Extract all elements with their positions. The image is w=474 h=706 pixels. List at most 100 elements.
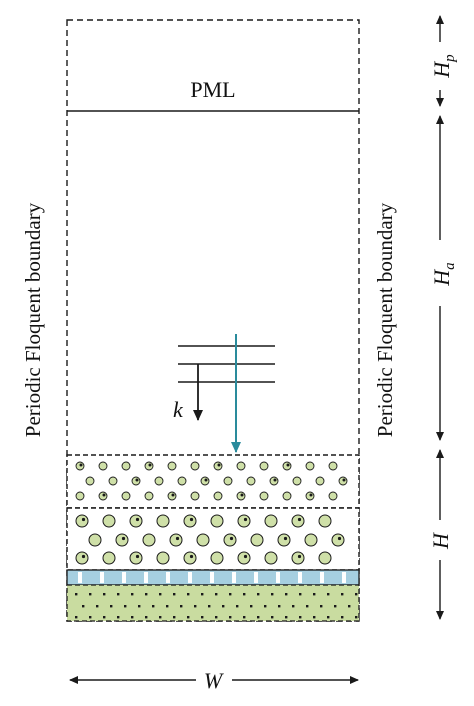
substrate-dot [103, 616, 106, 619]
large-particle [210, 514, 224, 528]
small-particle [305, 461, 315, 471]
particle-core [240, 493, 244, 497]
small-particle [315, 476, 325, 486]
substrate-dot [229, 616, 232, 619]
small-particles [75, 461, 348, 501]
small-particle [213, 491, 223, 501]
particle-core [273, 478, 277, 482]
substrate-dot [145, 593, 148, 596]
large-particle [237, 514, 251, 528]
substrate-dot [173, 593, 176, 596]
small-particle [121, 491, 131, 501]
particle-core [135, 554, 140, 559]
small-particle [98, 461, 108, 471]
strip-gap [276, 572, 280, 583]
small-particle [154, 476, 164, 486]
particle-core [81, 554, 86, 559]
particle-core [135, 478, 139, 482]
small-particle [236, 461, 246, 471]
small-particle [108, 476, 118, 486]
substrate-dot [131, 593, 134, 596]
strip-gap [188, 572, 192, 583]
substrate-dot [355, 593, 358, 596]
substrate-dot [82, 605, 85, 608]
small-particle [223, 476, 233, 486]
substrate-dot [75, 593, 78, 596]
substrate-dot [131, 616, 134, 619]
large-particle [183, 514, 197, 528]
small-particle [259, 461, 269, 471]
small-particle [328, 461, 338, 471]
substrate-dot [313, 616, 316, 619]
substrate-dot [201, 593, 204, 596]
wavefronts [178, 345, 275, 383]
substrate-dot [159, 593, 162, 596]
pml-label: PML [190, 77, 235, 102]
substrate-dot [194, 605, 197, 608]
substrate-dot [299, 593, 302, 596]
particle-core [171, 493, 175, 497]
strip-gap [298, 572, 302, 583]
particle-core [175, 536, 180, 541]
wave-vector-label: k [173, 397, 184, 422]
small-particle [121, 461, 131, 471]
particle-core [135, 517, 140, 522]
particle-core [309, 493, 313, 497]
small-particle [259, 491, 269, 501]
small-particle [177, 476, 187, 486]
large-particle [102, 514, 116, 528]
strip-gap [320, 572, 324, 583]
large-particle [115, 533, 129, 547]
substrate-dot [229, 593, 232, 596]
strip-gap [166, 572, 170, 583]
large-particle [291, 551, 305, 565]
substrate-dot [306, 605, 309, 608]
small-particle [292, 476, 302, 486]
substrate-dot [285, 616, 288, 619]
small-particle [190, 491, 200, 501]
substrate-dot [355, 616, 358, 619]
large-particle [129, 551, 143, 565]
large-particle [237, 551, 251, 565]
substrate-dot [320, 605, 323, 608]
substrate-dot [110, 605, 113, 608]
large-particle [183, 551, 197, 565]
width-dimension: W [69, 668, 359, 693]
large-particles [75, 514, 345, 565]
strip-gap [122, 572, 126, 583]
particle-core [342, 478, 346, 482]
particle-core [297, 517, 302, 522]
substrate-dot [264, 605, 267, 608]
dim-ha-label: Ha [429, 262, 458, 286]
substrate-dot [75, 616, 78, 619]
substrate-dot [257, 616, 260, 619]
substrate-dot [89, 616, 92, 619]
large-particle [223, 533, 237, 547]
particle-core [189, 517, 194, 522]
strip-gap [342, 572, 346, 583]
particle-core [102, 493, 106, 497]
substrate-dot [187, 616, 190, 619]
large-particle [75, 514, 89, 528]
small-particle [167, 461, 177, 471]
large-particle [264, 551, 278, 565]
strip-gap [232, 572, 236, 583]
particle-core [297, 554, 302, 559]
substrate-dots [75, 593, 358, 619]
dim-ha-main: H [429, 269, 454, 287]
particle-core [283, 536, 288, 541]
large-particle [156, 514, 170, 528]
substrate-dot [152, 605, 155, 608]
small-particle [144, 491, 154, 501]
substrate-dot [138, 605, 141, 608]
substrate-dot [180, 605, 183, 608]
small-particle [190, 461, 200, 471]
small-particle [75, 491, 85, 501]
substrate-dot [117, 616, 120, 619]
particle-core [121, 536, 126, 541]
substrate-dot [166, 605, 169, 608]
simulation-domain [66, 19, 360, 622]
substrate-dot [313, 593, 316, 596]
substrate-layer [66, 584, 360, 622]
